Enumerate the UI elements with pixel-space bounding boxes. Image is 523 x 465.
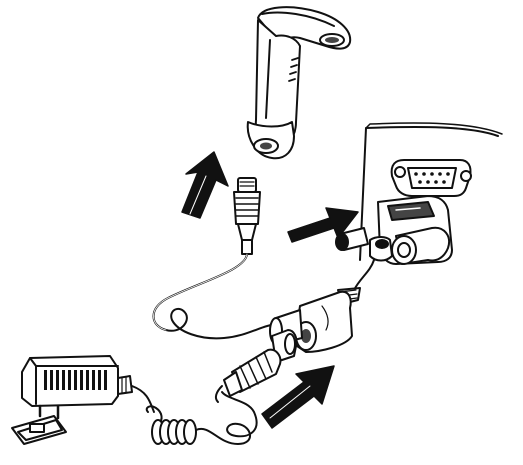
scanner-connector [233, 177, 261, 255]
db9-port [390, 159, 472, 197]
pc-panel [359, 122, 503, 261]
power-adapter [11, 355, 133, 445]
barcode-scanner [246, 6, 352, 160]
arrow-to-scanner [181, 151, 229, 219]
dc-plug [214, 329, 298, 403]
serial-cable [353, 259, 375, 291]
adapter-coiled-cable [131, 385, 258, 445]
coil [151, 419, 197, 445]
arrow-to-power [261, 365, 335, 429]
db9-connector [335, 195, 453, 265]
vent-slots [44, 370, 107, 390]
